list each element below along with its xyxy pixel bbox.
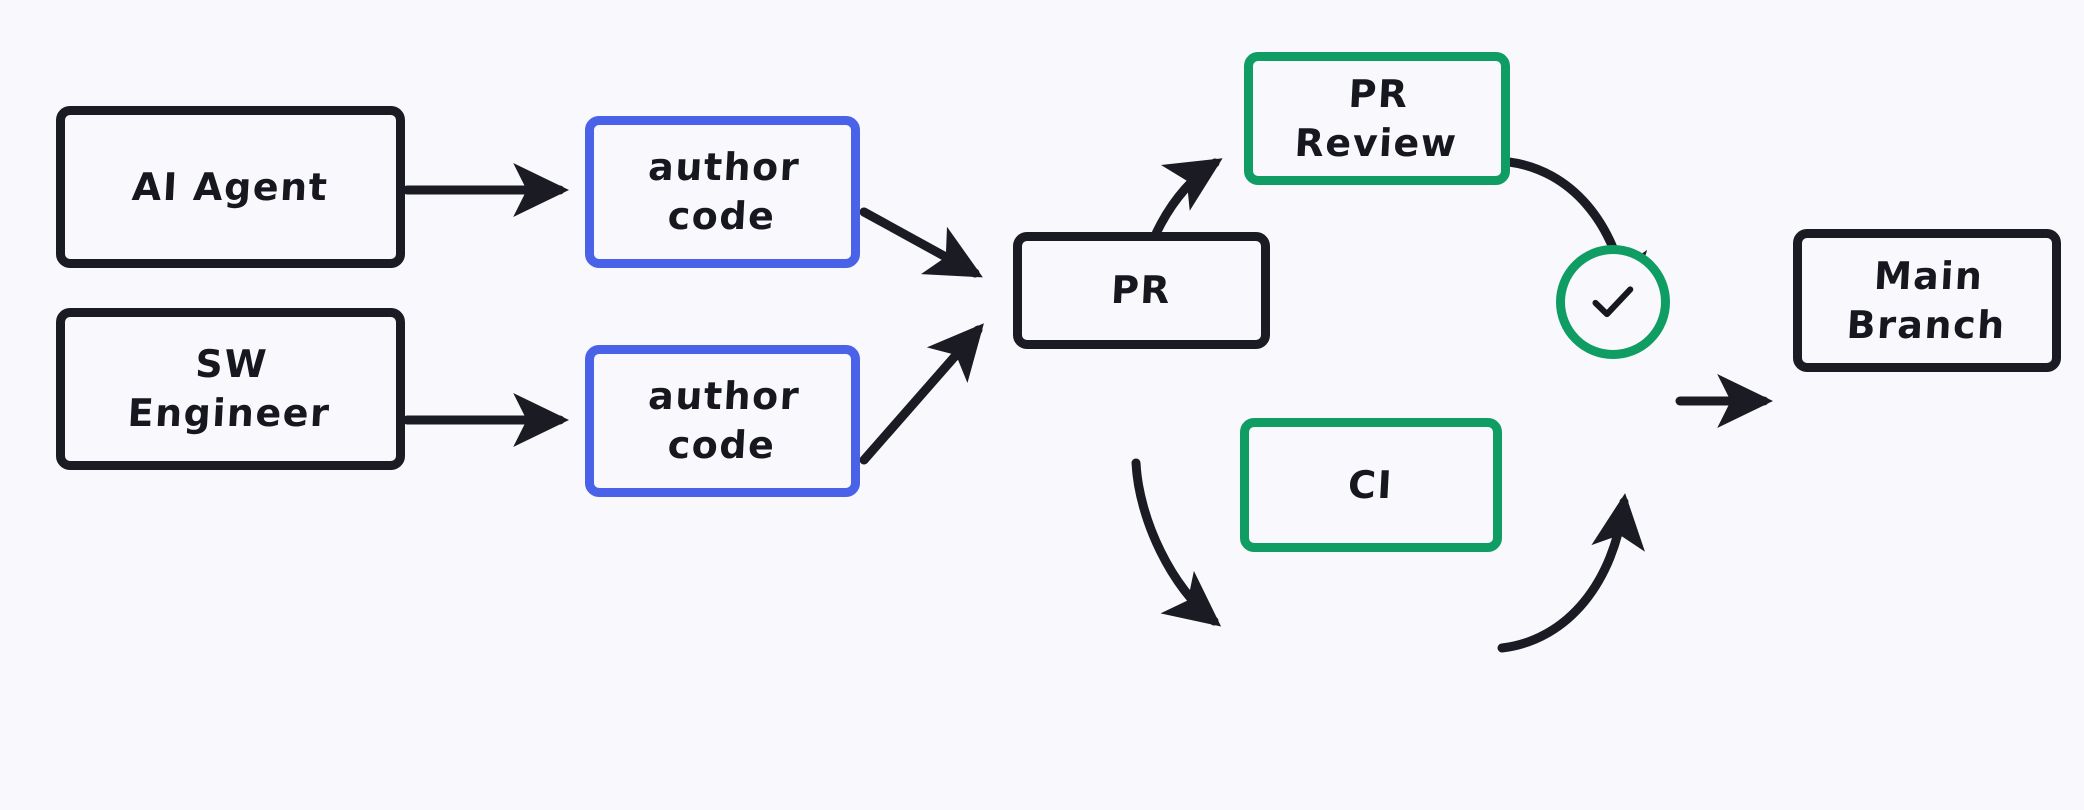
node-author-code-bottom[interactable]: author code — [585, 345, 860, 497]
node-sw-engineer-label: SW Engineer — [126, 342, 332, 435]
edge-pr-to-ci — [1131, 458, 1222, 627]
edge-author-code-bottom-to-pr — [859, 323, 984, 465]
node-main-branch[interactable]: Main Branch — [1793, 229, 2061, 372]
node-author-code-top-label: author code — [646, 145, 801, 238]
edge-ci-to-merge-check — [1497, 493, 1645, 653]
node-ci-label: CI — [1347, 462, 1395, 507]
node-author-code-top[interactable]: author code — [585, 116, 860, 268]
node-pr-label: PR — [1110, 268, 1173, 313]
node-ai-agent[interactable]: AI Agent — [56, 106, 405, 268]
node-author-code-bottom-label: author code — [646, 374, 801, 467]
node-main-branch-label: Main Branch — [1845, 253, 2007, 347]
check-icon — [1592, 286, 1634, 318]
node-ai-agent-label: AI Agent — [131, 164, 330, 209]
edge-author-code-top-to-pr — [859, 207, 983, 278]
node-sw-engineer[interactable]: SW Engineer — [56, 308, 405, 470]
node-pr-review-label: PR Review — [1293, 71, 1459, 165]
node-pr-review[interactable]: PR Review — [1244, 52, 1510, 185]
node-pr[interactable]: PR — [1013, 232, 1270, 349]
node-merge-check[interactable] — [1556, 245, 1670, 359]
node-ci[interactable]: CI — [1240, 418, 1502, 552]
